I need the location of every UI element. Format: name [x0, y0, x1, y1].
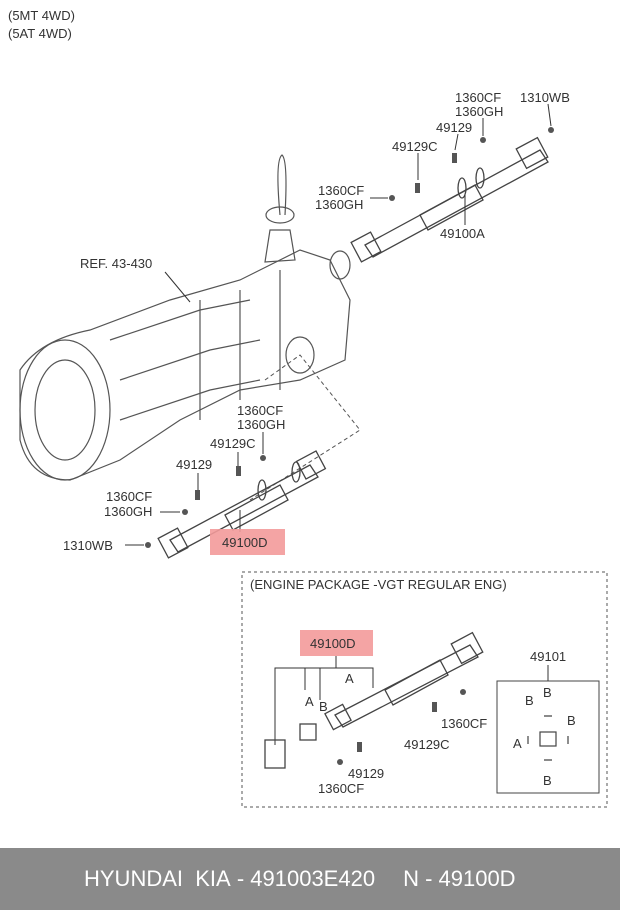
label-49129-rear: 49129: [176, 457, 212, 472]
inset-title: 49101: [530, 649, 566, 664]
inset-a: A: [513, 736, 522, 751]
inset-b-left: B: [525, 693, 534, 708]
label-1360gh-rear-b: 1360GH: [104, 504, 152, 519]
footer-part-number: 491003E420: [250, 866, 376, 891]
ref-label: REF. 43-430: [80, 256, 152, 271]
label-1310wb-rear: 1310WB: [63, 538, 113, 553]
engine-leaders: [274, 656, 374, 745]
label-49129c-top: 49129C: [392, 139, 438, 154]
label-1360gh-rear: 1360GH: [237, 417, 285, 432]
footer-ref: N - 49100D: [403, 866, 516, 891]
label-49100d[interactable]: 49100D: [222, 535, 268, 550]
label-49129c-engine: 49129C: [404, 737, 450, 752]
footer-bar: HYUNDAI KIA - 491003E420 N - 49100D: [0, 848, 620, 910]
label-1360cf-top-b: 1360CF: [318, 183, 364, 198]
engine-shaft: [264, 631, 484, 769]
transmission-drawing: [19, 154, 351, 481]
label-49100a: 49100A: [440, 226, 485, 241]
label-49129c-rear: 49129C: [210, 436, 256, 451]
front-propeller-shaft: [350, 136, 549, 263]
label-1360gh-top-b: 1360GH: [315, 197, 363, 212]
label-49129-engine: 49129: [348, 766, 384, 781]
label-1360cf-rear-b: 1360CF: [106, 489, 152, 504]
rear-hardware: [145, 455, 266, 548]
ref-leader: [164, 271, 191, 303]
engine-package-title: (ENGINE PACKAGE -VGT REGULAR ENG): [250, 577, 507, 592]
label-1310wb-top: 1310WB: [520, 90, 570, 105]
front-hardware: [389, 127, 554, 201]
inset-box: [496, 680, 600, 794]
label-1360cf-engine-r: 1360CF: [441, 716, 487, 731]
front-leaders: [370, 103, 552, 225]
label-1360cf-rear: 1360CF: [237, 403, 283, 418]
dashed-reference: [249, 354, 361, 501]
engine-package-box: [241, 571, 608, 808]
label-1360cf-top: 1360CF: [455, 90, 501, 105]
rear-propeller-shaft: [157, 450, 327, 559]
label-1360gh-top: 1360GH: [455, 104, 503, 119]
universal-joint-drawing: [527, 715, 569, 761]
label-a-engine-left: A: [305, 694, 314, 709]
highlight-49100d: [210, 529, 285, 555]
label-a-engine-top: A: [345, 671, 354, 686]
header-line-2: (5AT 4WD): [8, 26, 72, 41]
footer-brand: HYUNDAI KIA: [84, 866, 231, 891]
label-49129-top: 49129: [436, 120, 472, 135]
header-line-1: (5MT 4WD): [8, 8, 75, 23]
inset-b-right: B: [567, 713, 576, 728]
label-b-engine-left: B: [319, 699, 328, 714]
inset-b-bottom: B: [543, 773, 552, 788]
highlight-49100d-engine: [300, 630, 373, 656]
engine-hardware: [337, 689, 466, 765]
rear-leaders: [125, 432, 264, 546]
parts-diagram: (5MT 4WD) (5AT 4WD) REF. 43-430 13: [8, 8, 608, 808]
footer-separator: -: [230, 866, 251, 891]
label-49100d-engine[interactable]: 49100D: [310, 636, 356, 651]
label-1360cf-engine-b: 1360CF: [318, 781, 364, 796]
inset-b-top: B: [543, 685, 552, 700]
